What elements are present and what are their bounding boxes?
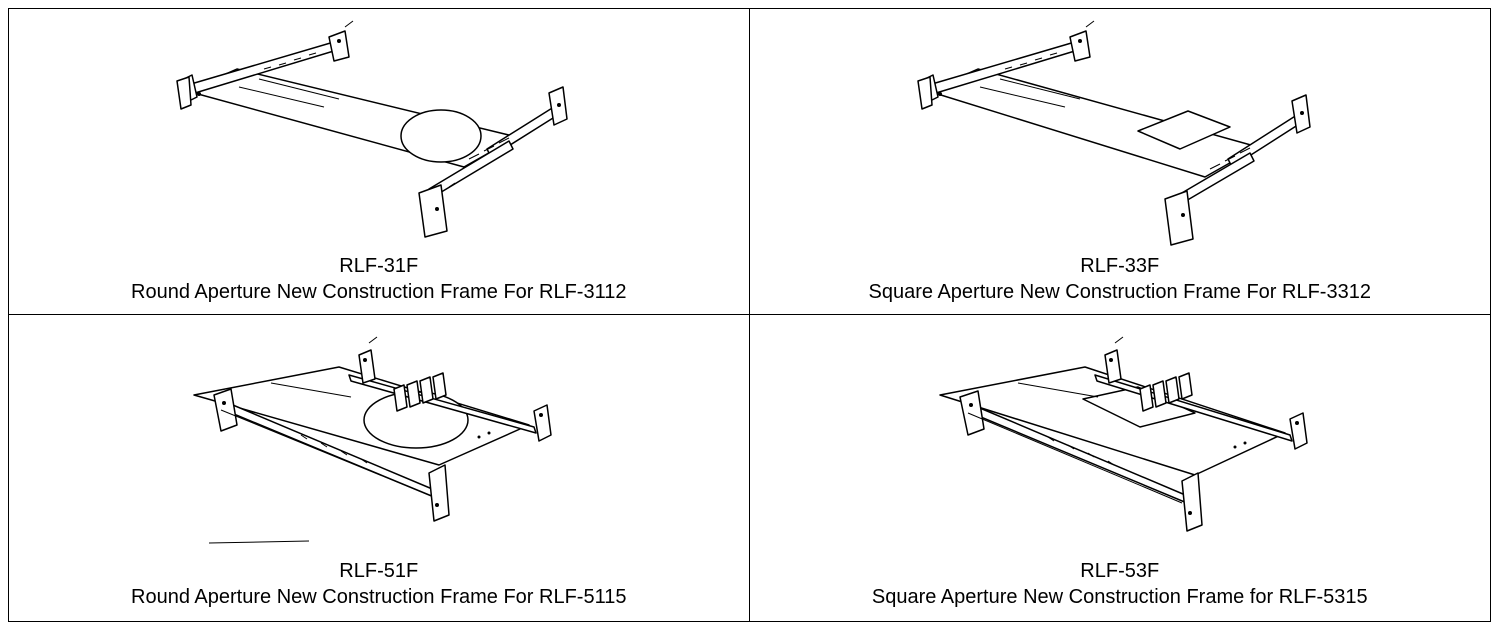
product-cell-rlf-33f: RLF-33F Square Aperture New Construction… xyxy=(749,9,1491,315)
frame-illustration-square-small xyxy=(916,20,1311,246)
product-caption: RLF-53F Square Aperture New Construction… xyxy=(750,558,1491,610)
product-model: RLF-31F xyxy=(339,255,419,277)
product-cell-rlf-51f: RLF-51F Round Aperture New Construction … xyxy=(9,315,750,621)
product-cell-rlf-31f: RLF-31F Round Aperture New Construction … xyxy=(9,9,750,315)
product-model: RLF-53F xyxy=(1080,560,1160,582)
product-description: Round Aperture New Construction Frame Fo… xyxy=(131,586,627,608)
frame-illustration-square-large xyxy=(938,336,1308,532)
product-caption: RLF-31F Round Aperture New Construction … xyxy=(9,253,749,305)
product-description: Square Aperture New Construction Frame f… xyxy=(871,586,1368,608)
product-caption: RLF-51F Round Aperture New Construction … xyxy=(9,558,749,610)
product-cell-rlf-53f: RLF-53F Square Aperture New Construction… xyxy=(750,315,1491,621)
product-description: Round Aperture New Construction Frame Fo… xyxy=(131,281,627,303)
product-caption: RLF-33F Square Aperture New Construction… xyxy=(750,253,1491,305)
product-description: Square Aperture New Construction Frame F… xyxy=(868,281,1371,303)
product-model: RLF-33F xyxy=(1080,255,1160,277)
frame-illustration-round-large xyxy=(193,336,552,544)
product-model: RLF-51F xyxy=(339,560,419,582)
product-table: RLF-31F Round Aperture New Construction … xyxy=(8,8,1491,622)
frame-illustration-round-small xyxy=(176,20,568,238)
